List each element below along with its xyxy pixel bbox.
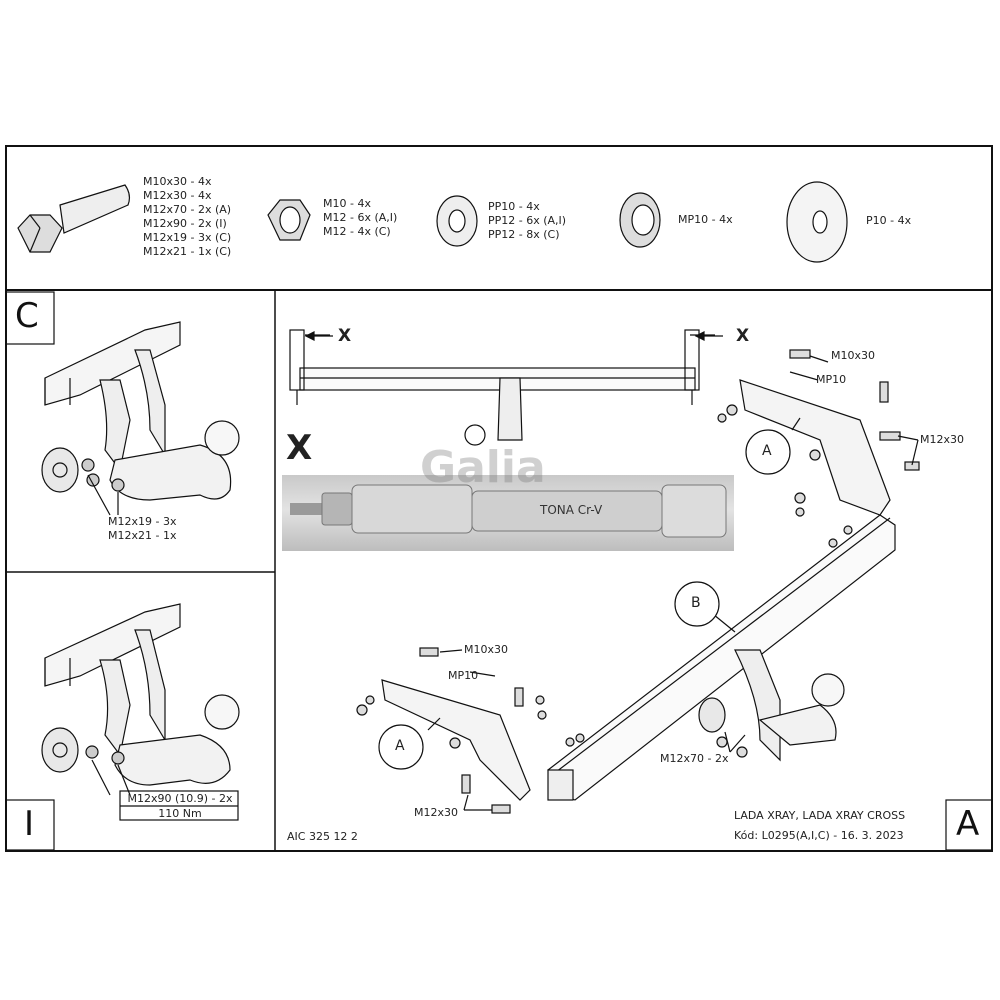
panel-a-letter: A	[956, 804, 980, 844]
washer-list-item: PP10 - 4x	[488, 200, 540, 213]
bolt-list-item: M12x90 - 2x (I)	[143, 217, 227, 230]
washer-list: PP10 - 4x PP12 - 6x (A,I) PP12 - 8x (C)	[488, 200, 566, 242]
instruction-sheet	[5, 145, 993, 852]
panel-i-letter: I	[24, 804, 35, 844]
panel-c-bolt-item: M12x21 - 1x	[108, 529, 177, 542]
x-label-right: X	[736, 326, 750, 346]
callout-m12x70: M12x70 - 2x	[660, 752, 729, 765]
washer-mp-icon	[619, 192, 661, 248]
callout-m12x30-bottom: M12x30	[414, 806, 458, 819]
bolt-list-item: M12x21 - 1x (C)	[143, 245, 232, 258]
panel-i-letter-box	[5, 799, 55, 851]
nut-icon	[267, 199, 311, 241]
vehicle-name: LADA XRAY, LADA XRAY CROSS	[734, 809, 906, 822]
bolt-list-item: M12x19 - 3x (C)	[143, 231, 232, 244]
panel-i-towbar-drawing	[41, 603, 240, 796]
panel-c-bolt-item: M12x19 - 3x	[108, 515, 177, 528]
nut-list-item: M12 - 6x (A,I)	[323, 211, 398, 224]
callout-circle-a-top	[745, 429, 791, 475]
callout-mp10-bottom: MP10	[448, 669, 479, 682]
kit-code: Kód: L0295(A,I,C) - 16. 3. 2023	[734, 829, 904, 842]
towbar-assembly-drawing	[119, 349, 920, 821]
mp-washer-label: MP10 - 4x	[678, 213, 733, 226]
panel-c-bolt-list: M12x19 - 3x M12x21 - 1x	[108, 515, 176, 543]
washer-list-item: PP12 - 6x (A,I)	[488, 214, 567, 227]
washer-list-item: PP12 - 8x (C)	[488, 228, 560, 241]
photo-tool-label: TONA Cr-V	[540, 503, 603, 517]
bolt-list: M10x30 - 4x M12x30 - 4x M12x70 - 2x (A) …	[143, 175, 231, 259]
bolt-list-item: M12x30 - 4x	[143, 189, 212, 202]
callout-m10x30-bottom: M10x30	[464, 643, 508, 656]
callout-a-top: A	[762, 443, 772, 459]
callout-m10x30-top: M10x30	[831, 349, 875, 362]
washer-pp-icon	[436, 195, 478, 247]
bolt-list-item: M10x30 - 4x	[143, 175, 212, 188]
x-label-left: X	[338, 326, 352, 346]
panel-i-bolt-label: M12x90 (10.9) - 2x	[127, 792, 233, 805]
panel-a-letter-box	[945, 799, 993, 851]
callout-m12x30-right: M12x30	[920, 433, 964, 446]
callout-mp10-top: MP10	[816, 373, 847, 386]
callout-a-bottom: A	[395, 738, 405, 754]
socket-wrench-photo: TONA Cr-V	[282, 475, 734, 551]
panel-i-torque-label: 110 Nm	[158, 807, 202, 820]
nut-list-item: M10 - 4x	[323, 197, 371, 210]
x-arrows	[304, 331, 723, 341]
nut-list: M10 - 4x M12 - 6x (A,I) M12 - 4x (C)	[323, 197, 397, 239]
nut-list-item: M12 - 4x (C)	[323, 225, 391, 238]
brand-watermark-logo: Galia	[420, 442, 546, 493]
bolt-list-item: M12x70 - 2x (A)	[143, 203, 232, 216]
x-detail-marker: X	[286, 428, 313, 468]
rear-view-beam-drawing	[289, 329, 715, 446]
washer-p-icon	[786, 181, 848, 263]
bolt-icon	[17, 184, 131, 253]
panel-c-letter-box	[5, 291, 55, 345]
callout-circle-b	[674, 581, 720, 627]
p-washer-label: P10 - 4x	[866, 214, 912, 227]
panel-c-letter: C	[15, 296, 39, 336]
callout-b: B	[691, 595, 701, 611]
document-code: AIC 325 12 2	[287, 830, 358, 843]
panel-c-towbar-drawing	[41, 321, 240, 516]
callout-circle-a-bottom	[378, 724, 424, 770]
